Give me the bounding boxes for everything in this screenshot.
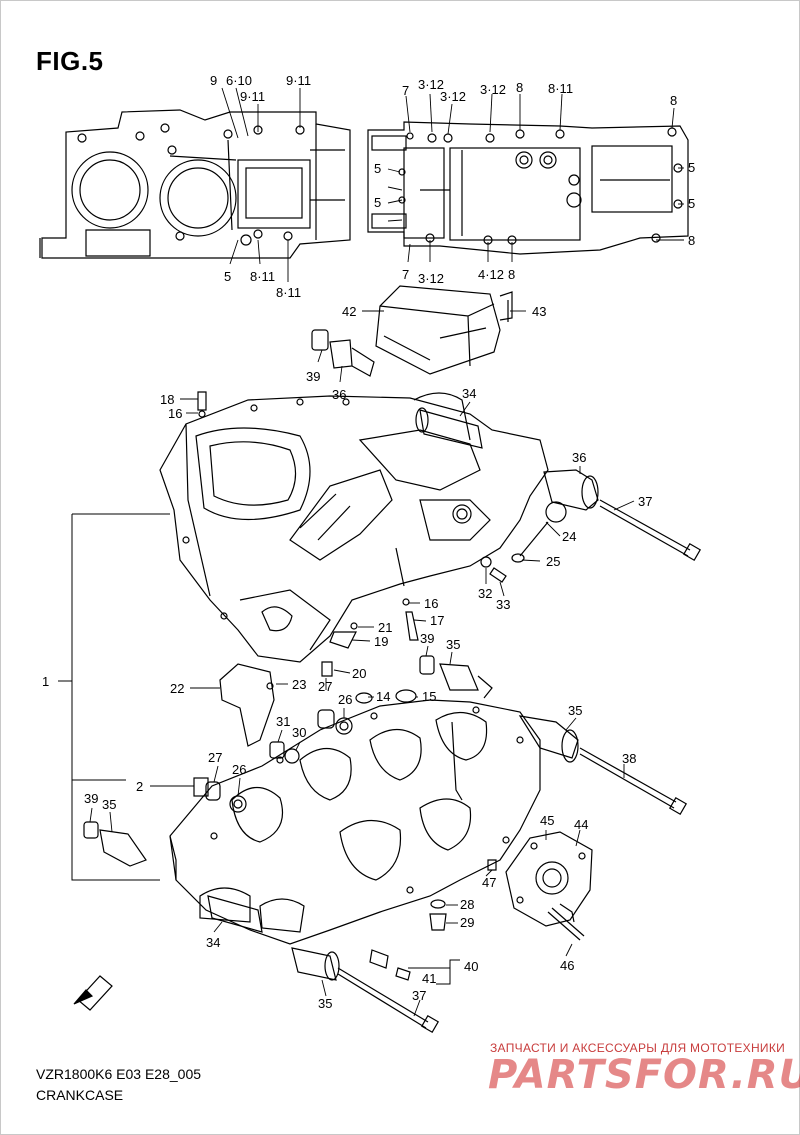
callout-label: 3·12 (440, 89, 466, 104)
callout-label: 8 (688, 233, 695, 248)
upper-case-top-view-left (39, 109, 351, 259)
callout-label: 7 (402, 267, 409, 282)
callout-label: 39 (84, 791, 98, 806)
callout-label: 3·12 (418, 271, 444, 286)
callout-label: 37 (412, 988, 426, 1003)
callout-label: 7 (402, 83, 409, 98)
callout-label: 33 (496, 597, 510, 612)
callout-label: 41 (422, 971, 436, 986)
model-code: VZR1800K6 E03 E28_005 (36, 1066, 202, 1082)
watermark-logo: PARTSFOR.RU (488, 1052, 800, 1098)
upper-case-top-view-right (367, 121, 689, 255)
callout-label: 28 (460, 897, 474, 912)
callout-label: 40 (464, 959, 478, 974)
callout-label: 3·12 (418, 77, 444, 92)
callout-label: 35 (446, 637, 460, 652)
callout-label: 19 (374, 634, 388, 649)
callout-label: 4·12 (478, 267, 504, 282)
callout-label: 29 (460, 915, 474, 930)
callout-label: 5 (374, 161, 381, 176)
callout-label: 37 (638, 494, 652, 509)
callout-label: 26 (232, 762, 246, 777)
callout-label: 30 (292, 725, 306, 740)
callout-label: 16 (168, 406, 182, 421)
callout-label: 9·11 (286, 73, 311, 88)
callout-label: 24 (562, 529, 576, 544)
callout-label: 27 (318, 679, 332, 694)
callout-label: 2 (136, 779, 143, 794)
callout-label: 5 (374, 195, 381, 210)
callout-label: 20 (352, 666, 366, 681)
callout-label: 17 (430, 613, 444, 628)
callout-label: 39 (306, 369, 320, 384)
callout-label: 5 (224, 269, 231, 284)
callout-label: 47 (482, 875, 496, 890)
callout-label: 22 (170, 681, 184, 696)
callout-label: 5 (688, 160, 695, 175)
callout-label: 6·10 (226, 73, 252, 88)
group-brackets (58, 513, 460, 985)
callout-label: 35 (318, 996, 332, 1011)
callout-label: 8 (516, 80, 523, 95)
callout-label: 21 (378, 620, 392, 635)
callout-label: 25 (546, 554, 560, 569)
callout-label: 14 (376, 689, 390, 704)
callout-label: 38 (622, 751, 636, 766)
lower-crankcase (169, 699, 541, 945)
callout-label: 31 (276, 714, 290, 729)
callout-label: 32 (478, 586, 492, 601)
callout-label: 34 (462, 386, 476, 401)
watermark-tagline: ЗАПЧАСТИ И АКСЕССУАРЫ ДЛЯ МОТОТЕХНИКИ (490, 1041, 786, 1055)
callout-label: 23 (292, 677, 306, 692)
callout-label: 8 (670, 93, 677, 108)
breather-cover-42 (375, 285, 513, 375)
callout-labels: 9 6·10 9·11 9·11 5 8·11 8·11 7 3·12 3·12… (42, 73, 695, 1011)
callout-label: 35 (102, 797, 116, 812)
callout-label: 16 (424, 596, 438, 611)
callout-label: 9 (210, 73, 217, 88)
callout-label: 36 (572, 450, 586, 465)
callout-label: 26 (338, 692, 352, 707)
callout-label: 43 (532, 304, 546, 319)
callout-label: 15 (422, 689, 436, 704)
callout-label: 42 (342, 304, 356, 319)
figure-title: FIG.5 (36, 46, 104, 76)
callout-label: 18 (160, 392, 174, 407)
leader-lines (89, 87, 684, 1017)
callout-label: 8·11 (276, 285, 301, 300)
upper-crankcase (159, 392, 549, 663)
callout-label: 27 (208, 750, 222, 765)
callout-label: 46 (560, 958, 574, 973)
callout-label: 1 (42, 674, 49, 689)
figure-caption: CRANKCASE (36, 1087, 124, 1103)
callout-label: 45 (540, 813, 554, 828)
callout-label: 5 (688, 196, 695, 211)
callout-label: 8 (508, 267, 515, 282)
small-parts (73, 329, 702, 1034)
callout-label: 34 (206, 935, 220, 950)
callout-label: 8·11 (548, 81, 573, 96)
callout-label: 3·12 (480, 82, 506, 97)
callout-label: 39 (420, 631, 434, 646)
cover-44-45 (505, 831, 593, 927)
callout-label: 9·11 (240, 89, 265, 104)
callout-label: 44 (574, 817, 588, 832)
callout-label: 35 (568, 703, 582, 718)
callout-label: 36 (332, 387, 346, 402)
callout-label: 8·11 (250, 269, 275, 284)
